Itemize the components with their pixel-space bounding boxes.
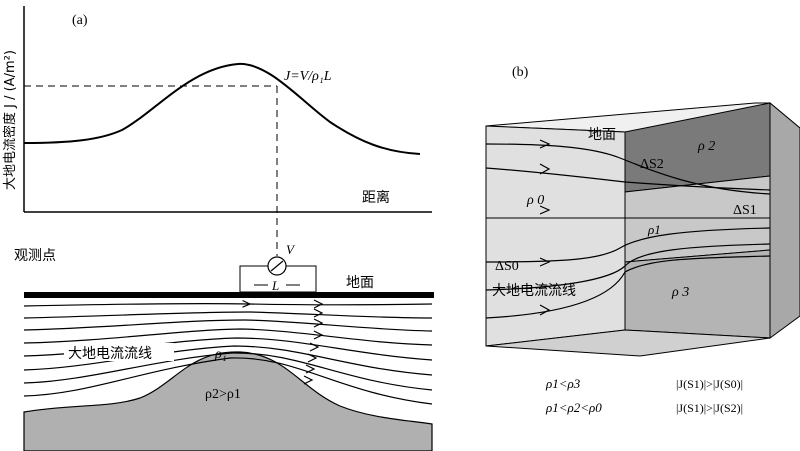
flow-line [23,352,433,391]
length-label: L [271,278,279,293]
ds0-label: ΔS0 [495,259,519,274]
rho0-label: ρ 0 [526,193,544,208]
panel-b-label: (b) [512,65,529,80]
rho2-label: ρ 2 [697,139,715,154]
ground-label-a: 地面 [346,275,374,291]
formula-label: J=V/ρ₁L [284,69,332,84]
voltmeter-needle [270,260,284,272]
flow-line [23,328,433,346]
relation-right-2: |J(S1)|>|J(S2)| [676,401,743,415]
flow-line [485,167,771,191]
flow-line [485,243,771,291]
flow-line [23,311,433,319]
flow-line [23,345,433,376]
flow-line [23,304,433,306]
panel-a-y-axis-label: 大地电流密度 J / (A/m²) [2,50,18,190]
panel-a-label: (a) [72,13,88,28]
rho1-label-a: ρ₁ [214,347,227,362]
current-lines-label-a: 大地电流流线 [68,346,152,362]
relation-left-1: ρ1<ρ3 [545,376,581,391]
ds1-label: ΔS1 [733,203,757,218]
ground-surface [24,292,434,298]
observation-point-label: 观测点 [14,248,56,264]
rho3-label: ρ 3 [671,285,689,300]
rho1-label-b: ρ1 [647,222,661,237]
resistive-body [23,351,433,451]
relation-left-2: ρ1<ρ2<ρ0 [545,400,602,415]
panel-b: (b) 地面 ρ 2 [485,65,800,415]
flow-line [23,357,433,405]
relation-right-1: |J(S1)|>|J(S0)| [676,377,743,391]
block-region-rho0 [485,125,626,347]
ds2-label: ΔS2 [640,157,664,172]
current-flow-lines-b [485,139,771,319]
ground-label-b: 地面 [588,127,616,143]
body-resistivity-label: ρ2>ρ1 [205,387,241,402]
distance-label: 距离 [362,189,390,206]
voltmeter-label: V [286,242,296,257]
flow-line [23,319,433,332]
current-flow-lines [23,299,433,405]
block-region-rho3 [624,249,771,339]
block-right-face [769,101,800,339]
panel-a: (a) 大地电流密度 J / (A/m²) J=V/ρ₁L 距离 观测点 V L… [2,6,434,451]
current-lines-label-b: 大地电流流线 [492,283,576,299]
current-lines-label-bg [64,343,174,361]
current-density-curve [23,62,421,155]
